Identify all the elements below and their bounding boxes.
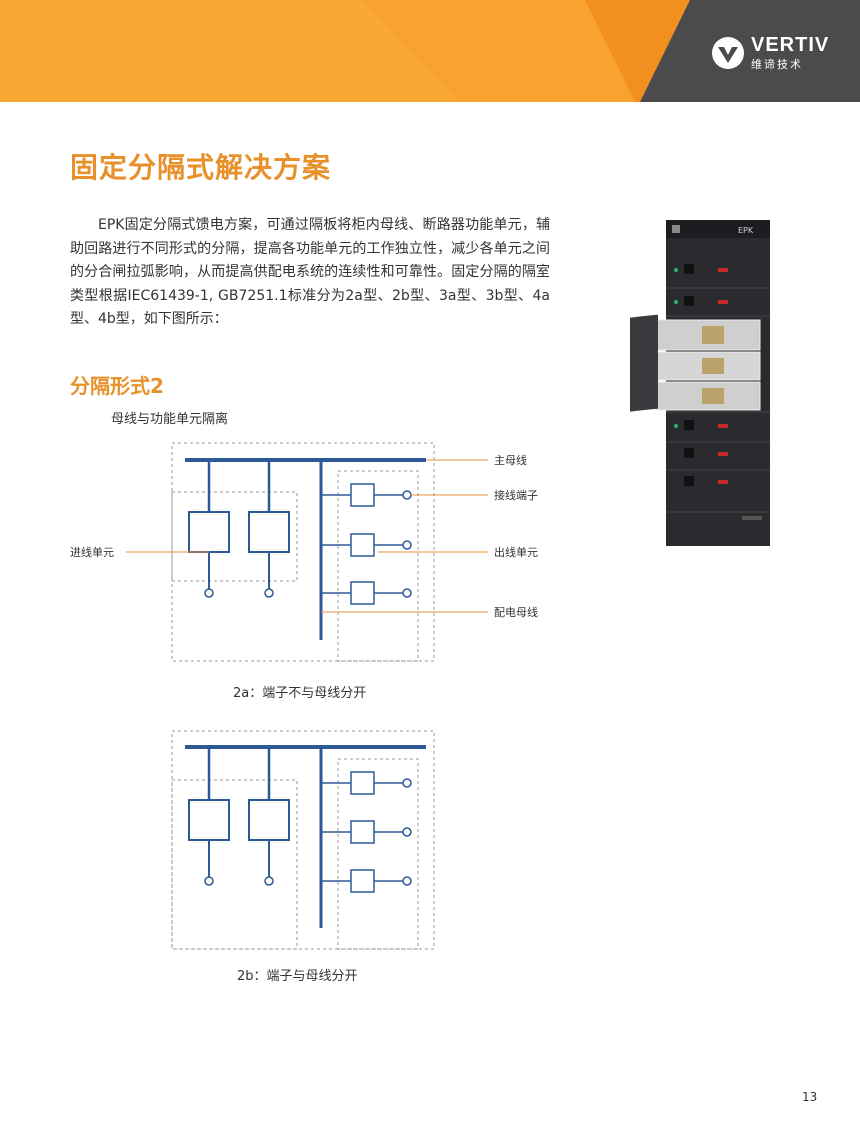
diagram-2a [126, 442, 488, 662]
page-title: 固定分隔式解决方案 [70, 151, 332, 184]
caption-2a: 2a：端子不与母线分开 [233, 686, 367, 701]
brand-name: VERTIV [751, 34, 830, 56]
vertiv-logo-icon [712, 37, 744, 69]
label-main-busbar: 主母线 [494, 454, 527, 467]
caption-2b: 2b：端子与母线分开 [237, 969, 358, 984]
page-number: 13 [802, 1090, 818, 1104]
brand-subtitle: 维谛技术 [751, 58, 803, 71]
header-banner: VERTIV 维谛技术 [0, 0, 860, 102]
section-heading: 分隔形式2 [70, 374, 164, 398]
label-outgoing-unit: 出线单元 [494, 546, 538, 559]
label-distribution-busbar: 配电母线 [494, 606, 538, 619]
cabinet-label: EPK [738, 226, 754, 235]
intro-paragraph: EPK固定分隔式馈电方案，可通过隔板将柜内母线、断路器功能单元，辅助回路进行不同… [70, 217, 550, 327]
diagram-subheading: 母线与功能单元隔离 [111, 412, 229, 427]
diagram-2b [171, 730, 435, 950]
label-terminal: 接线端子 [494, 489, 538, 502]
header-background [0, 0, 860, 102]
label-incoming-unit: 进线单元 [70, 546, 114, 559]
epk-cabinet-image: EPK [630, 220, 770, 546]
